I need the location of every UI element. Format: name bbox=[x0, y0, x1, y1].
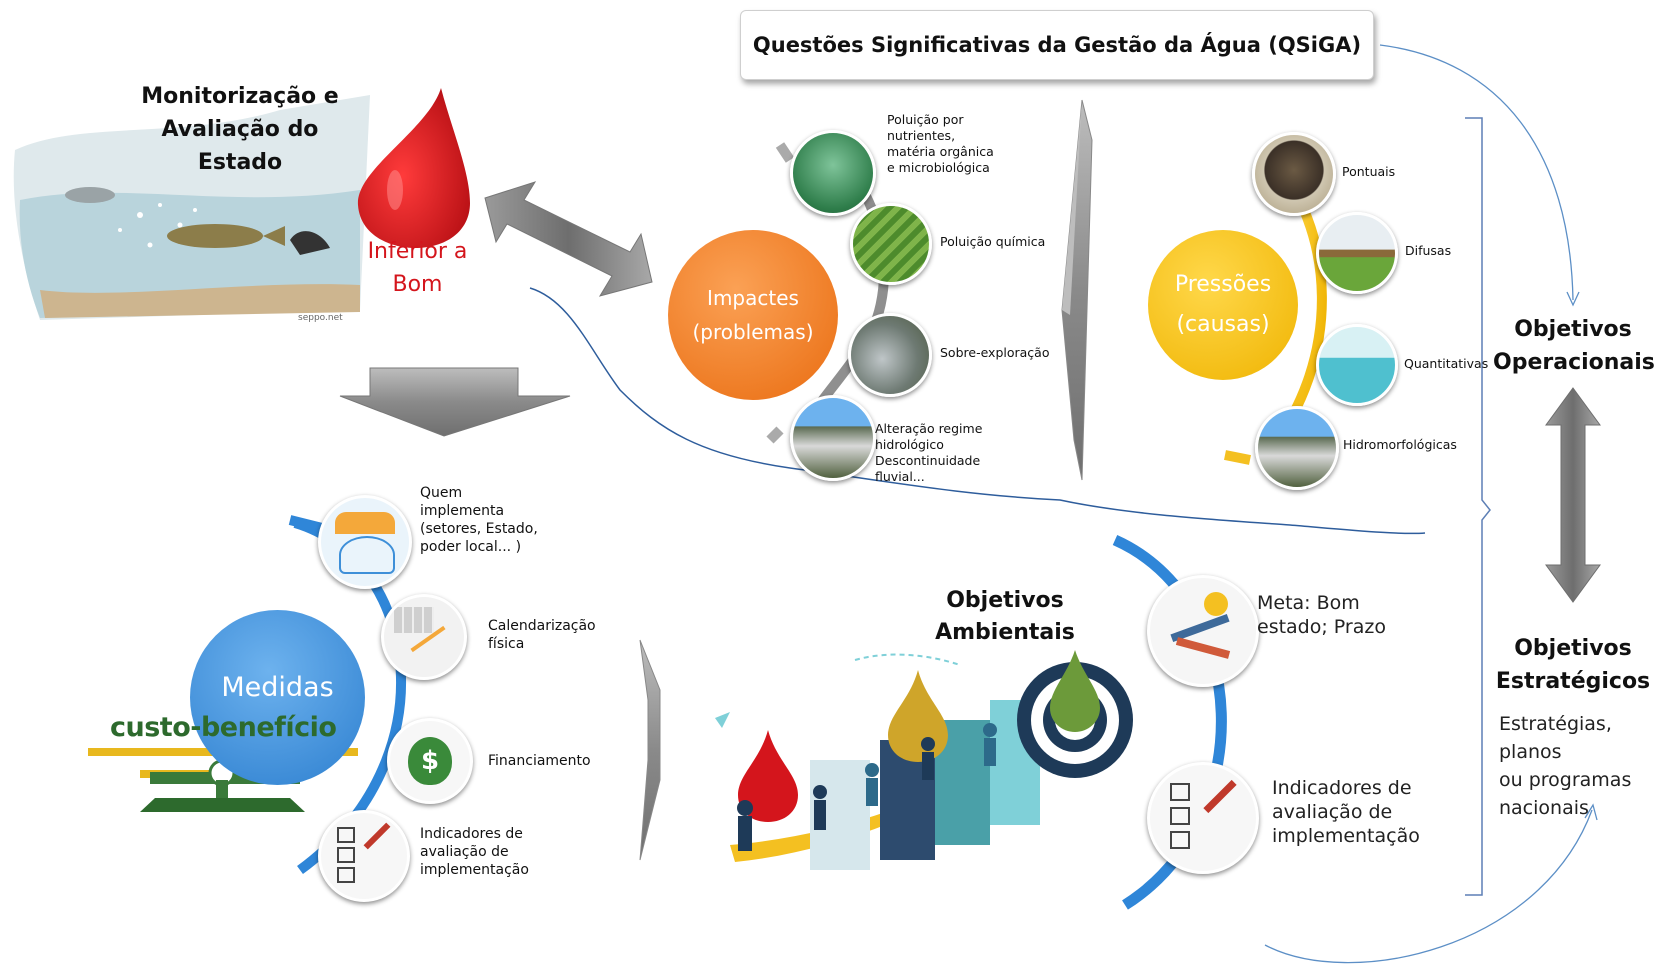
measures-circle: Medidas bbox=[190, 610, 365, 785]
pressure-item-2: Difusas bbox=[1405, 243, 1452, 258]
right-arrow bbox=[639, 639, 661, 861]
env-indicators-icon bbox=[1147, 762, 1259, 874]
point-source-icon bbox=[1252, 132, 1336, 216]
double-arrow-monitoring-impacts bbox=[484, 181, 653, 297]
cost-benefit-label: custo-benefício bbox=[110, 712, 337, 743]
measure-item-3: Financiamento bbox=[488, 753, 591, 769]
pressure-item-3: Quantitativas bbox=[1404, 356, 1489, 371]
impact-item-3: Sobre-exploração bbox=[940, 345, 1050, 360]
impact-item-1: Poluição por nutrientes, matéria orgânic… bbox=[887, 112, 994, 175]
pressures-circle: Pressões (causas) bbox=[1148, 230, 1298, 380]
qsiga-title: Questões Significativas da Gestão da Águ… bbox=[752, 33, 1362, 57]
illustration-credit: seppo.net bbox=[298, 313, 343, 323]
measure-item-4: Indicadores de avaliação de implementaçã… bbox=[420, 826, 529, 878]
down-arrow bbox=[339, 367, 571, 437]
vertical-double-arrow bbox=[1545, 387, 1601, 603]
env-item-2: Indicadores de avaliação de implementaçã… bbox=[1272, 777, 1420, 847]
hydromorphological-icon bbox=[1255, 406, 1339, 490]
indicators-icon bbox=[318, 810, 410, 902]
goal-team-icon bbox=[1147, 575, 1259, 687]
pressure-item-1: Pontuais bbox=[1342, 164, 1396, 179]
status-label: Inferior a Bom bbox=[367, 239, 468, 297]
strategic-description: Estratégias, planos ou programas naciona… bbox=[1499, 713, 1632, 819]
blood-drop-icon bbox=[357, 88, 470, 248]
pressure-item-4: Hidromorfológicas bbox=[1343, 437, 1457, 452]
impact-item-2: Poluição química bbox=[940, 234, 1046, 249]
right-bracket bbox=[1465, 117, 1491, 896]
hydrologic-alteration-icon bbox=[790, 395, 876, 481]
calendar-icon bbox=[381, 594, 467, 680]
who-implements-icon bbox=[318, 495, 412, 589]
measure-item-2: Calendarização física bbox=[488, 618, 596, 652]
measure-item-1: Quem implementa (setores, Estado, poder … bbox=[420, 485, 538, 555]
monitoring-title: Monitorização e Avaliação do Estado bbox=[141, 84, 339, 175]
env-item-1: Meta: Bom estado; Prazo bbox=[1257, 592, 1386, 638]
financing-icon: $ bbox=[387, 718, 473, 804]
overexploitation-icon bbox=[848, 313, 932, 397]
impacts-circle: Impactes (problemas) bbox=[668, 230, 838, 400]
environmental-illustration bbox=[715, 650, 1133, 870]
diffuse-source-icon bbox=[1316, 212, 1398, 294]
quantitative-icon bbox=[1316, 324, 1398, 406]
impact-item-4: Alteração regime hidrológico Descontinui… bbox=[875, 421, 983, 484]
environmental-objectives-title: Objetivos Ambientais bbox=[935, 588, 1075, 645]
river-line bbox=[529, 287, 1426, 535]
chemical-pollution-icon bbox=[850, 203, 932, 285]
nutrient-pollution-icon bbox=[790, 130, 876, 216]
strategic-objectives: Objetivos Estratégicos bbox=[1495, 636, 1651, 694]
river-illustration bbox=[13, 95, 370, 320]
qsiga-title-box: Questões Significativas da Gestão da Águ… bbox=[740, 10, 1374, 80]
operational-objectives: Objetivos Operacionais bbox=[1493, 317, 1655, 375]
